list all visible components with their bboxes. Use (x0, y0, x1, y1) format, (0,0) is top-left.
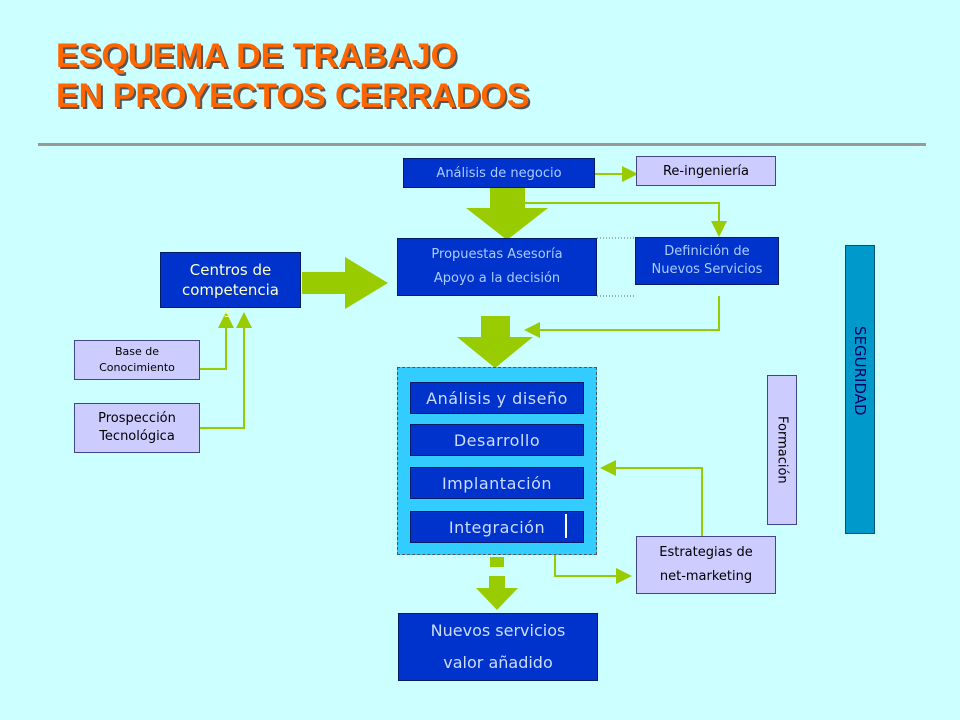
node-seguridad-label: SEGURIDAD (851, 326, 869, 416)
node-centros-line-1: Centros de (189, 261, 272, 279)
arrow-to-definicion (525, 202, 727, 237)
title-line-1: ESQUEMA DE TRABAJO (56, 37, 458, 75)
node-reingenieria-label: Re-ingeniería (662, 163, 749, 179)
node-centros-overflow: s (224, 306, 231, 320)
step-integracion-label: Integración (448, 517, 546, 537)
node-formacion-label: Formación (774, 416, 790, 484)
step-integracion: Integración (410, 511, 584, 543)
node-formacion: Formación (767, 375, 797, 525)
node-prospeccion-line-2: Tecnológica (99, 429, 175, 444)
arrow-prospeccion-centros (200, 312, 252, 429)
text-cursor-mark (565, 514, 567, 538)
step-analisis-diseno: Análisis y diseño (410, 382, 584, 414)
node-reingenieria: Re-ingeniería (636, 156, 776, 186)
arrow-definicion-back (524, 296, 720, 338)
node-definicion-line-2: Nuevos Servicios (651, 262, 763, 277)
node-base-line-2: Conocimiento (99, 361, 175, 374)
title-divider (38, 143, 926, 146)
step-implantacion-label: Implantación (441, 473, 553, 493)
node-analisis-negocio: Análisis de negocio (403, 158, 595, 188)
arrow-estrategias-proceso (600, 460, 703, 536)
node-definicion: Definición de Nuevos Servicios (635, 237, 779, 285)
node-nuevos-line-2: valor añadido (443, 653, 553, 672)
node-definicion-line-1: Definición de (664, 244, 750, 259)
node-seguridad: SEGURIDAD (845, 245, 875, 534)
step-desarrollo: Desarrollo (410, 424, 584, 456)
title-line-2: EN PROYECTOS CERRADOS (56, 77, 530, 115)
big-arrow-right (302, 257, 388, 309)
small-arrow-down (476, 576, 518, 610)
node-prospeccion-line-1: Prospección (98, 411, 176, 426)
node-nuevos-line-1: Nuevos servicios (430, 621, 566, 640)
arrow-proceso-estrategias (554, 555, 632, 584)
node-prospeccion: Prospección Tecnológica (74, 403, 200, 453)
node-analisis-negocio-label: Análisis de negocio (436, 165, 562, 181)
node-propuestas: Propuestas Asesoría Apoyo a la decisión (397, 238, 597, 296)
big-arrow-down-2 (457, 316, 533, 368)
node-propuestas-line-1: Propuestas Asesoría (431, 247, 563, 262)
node-propuestas-line-2: Apoyo a la decisión (433, 271, 561, 286)
node-base-line-1: Base de (114, 345, 160, 358)
diagram-title: ESQUEMA DE TRABAJO EN PROYECTOS CERRADOS (56, 36, 530, 116)
node-estrategias-line-1: Estrategias de (659, 545, 753, 560)
node-centros: Centros de competencia (160, 252, 301, 308)
step-analisis-diseno-label: Análisis y diseño (426, 388, 568, 408)
step-implantacion: Implantación (410, 467, 584, 499)
node-centros-line-2: competencia (181, 281, 279, 299)
node-base-conocimiento: Base de Conocimiento (74, 340, 200, 380)
arrow-base-centros (200, 312, 234, 370)
big-arrow-down-1 (466, 187, 548, 240)
node-estrategias-line-2: net-marketing (659, 569, 753, 584)
arrow-dash (490, 557, 504, 567)
step-desarrollo-label: Desarrollo (453, 430, 541, 450)
node-estrategias: Estrategias de net-marketing (636, 536, 776, 594)
node-nuevos-servicios: Nuevos servicios valor añadido (398, 613, 598, 681)
